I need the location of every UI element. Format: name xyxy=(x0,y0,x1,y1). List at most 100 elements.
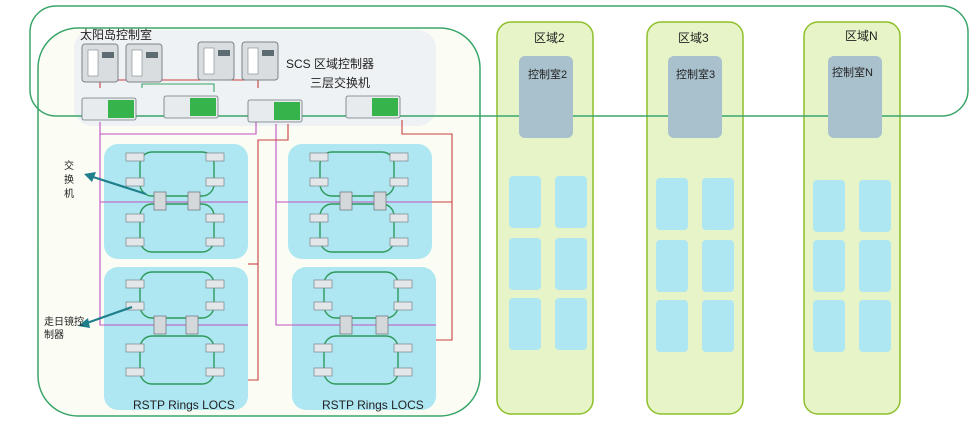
scs-controller-label: SCS 区域控制器 xyxy=(286,57,375,71)
zone-3-control-room xyxy=(668,56,722,138)
zone-block xyxy=(555,238,587,290)
zone-block xyxy=(813,240,845,292)
locs-node xyxy=(309,213,329,223)
locs-node xyxy=(205,367,225,377)
locs-node xyxy=(125,152,145,162)
locs-node xyxy=(309,237,329,247)
l3-switch-3 xyxy=(247,99,303,123)
zone-n-control-room xyxy=(828,56,882,138)
ring-switch xyxy=(375,315,389,335)
backbone-ring xyxy=(29,5,969,117)
locs-node xyxy=(205,343,225,353)
l3-switch-2 xyxy=(163,95,219,119)
zone-block xyxy=(859,180,891,232)
locs-node xyxy=(393,279,413,289)
locs-node xyxy=(125,279,145,289)
locs-node xyxy=(125,213,145,223)
zone-block xyxy=(509,298,541,350)
ring-loop xyxy=(319,151,395,197)
zone-block xyxy=(702,240,734,292)
ring-switch xyxy=(339,191,353,211)
zone-3-title: 区域3 xyxy=(678,31,709,45)
callout-arrows xyxy=(78,172,147,328)
zone-block xyxy=(509,238,541,290)
ring-switch xyxy=(153,315,167,335)
ring-loop xyxy=(323,335,399,385)
locs-node xyxy=(389,152,409,162)
zone-3-room-label: 控制室3 xyxy=(676,69,716,81)
zone-ring-blocks xyxy=(509,176,891,352)
ring-loop xyxy=(139,271,215,319)
heliostat-callout-label: 走日镜控制器 xyxy=(44,317,84,341)
zone-2-title: 区域2 xyxy=(534,31,565,45)
ring-panel-bottom-left xyxy=(104,267,248,410)
locs-node xyxy=(389,237,409,247)
ring-nodes xyxy=(125,152,413,377)
locs-node xyxy=(389,177,409,187)
layer3-switches xyxy=(81,95,401,123)
locs-node xyxy=(389,213,409,223)
zone-block xyxy=(859,300,891,352)
locs-node xyxy=(393,367,413,377)
ring-switch xyxy=(339,315,353,335)
main-control-room-title: 太阳岛控制室 xyxy=(80,28,153,42)
scs-controller-3 xyxy=(197,41,235,81)
ring-loop xyxy=(319,203,395,253)
scs-controller-4 xyxy=(241,41,279,81)
locs-node xyxy=(393,301,413,311)
zone-block xyxy=(555,298,587,350)
locs-node xyxy=(313,367,333,377)
locs-node xyxy=(205,301,225,311)
zone-block xyxy=(509,176,541,228)
ring-label-right: RSTP Rings LOCS xyxy=(322,398,424,412)
ring-label-left: RSTP Rings LOCS xyxy=(133,398,235,412)
locs-node xyxy=(313,343,333,353)
l3-switch-1 xyxy=(81,97,137,121)
locs-node xyxy=(205,177,225,187)
red-uplink xyxy=(401,120,453,341)
locs-node xyxy=(313,301,333,311)
rstp-ring-loops xyxy=(139,151,399,385)
red-uplink xyxy=(248,124,289,381)
scs-controllers xyxy=(81,41,279,83)
locs-node xyxy=(125,343,145,353)
ring-loop xyxy=(139,203,215,253)
l3-switch-label: 三层交换机 xyxy=(310,76,371,90)
scs-controller-2 xyxy=(125,43,163,83)
magenta-uplink xyxy=(99,122,257,135)
red-link-top xyxy=(99,79,259,88)
zone-block xyxy=(656,240,688,292)
locs-node xyxy=(205,152,225,162)
heliostat-callout-arrowhead xyxy=(78,318,90,328)
locs-node xyxy=(309,177,329,187)
magenta-uplink xyxy=(99,134,248,326)
zone-block xyxy=(813,180,845,232)
zone-block xyxy=(859,240,891,292)
switch-callout-arrowhead xyxy=(84,172,96,182)
ring-loop xyxy=(139,335,215,385)
heliostat-callout-arrow xyxy=(83,305,133,326)
zone-n-room-label: 控制室N xyxy=(832,67,873,79)
zone-block xyxy=(555,176,587,228)
ring-switch xyxy=(185,315,199,335)
locs-node xyxy=(125,301,145,311)
ring-switch xyxy=(153,191,167,211)
ring-panel-bottom-right xyxy=(292,267,436,410)
zone-block xyxy=(702,178,734,230)
locs-node xyxy=(309,152,329,162)
locs-node xyxy=(313,279,333,289)
zone-block xyxy=(702,300,734,352)
zone-control-rooms xyxy=(519,56,882,138)
switch-callout-arrow xyxy=(89,174,147,196)
ring-loop xyxy=(323,271,399,319)
ring-switches xyxy=(153,191,389,335)
switch-callout-label: 交换机 xyxy=(64,161,74,200)
locs-node xyxy=(125,237,145,247)
locs-node xyxy=(125,177,145,187)
scs-controller-1 xyxy=(81,43,119,83)
locs-node xyxy=(205,213,225,223)
locs-node xyxy=(393,343,413,353)
ring-switch xyxy=(187,191,201,211)
locs-node xyxy=(125,367,145,377)
